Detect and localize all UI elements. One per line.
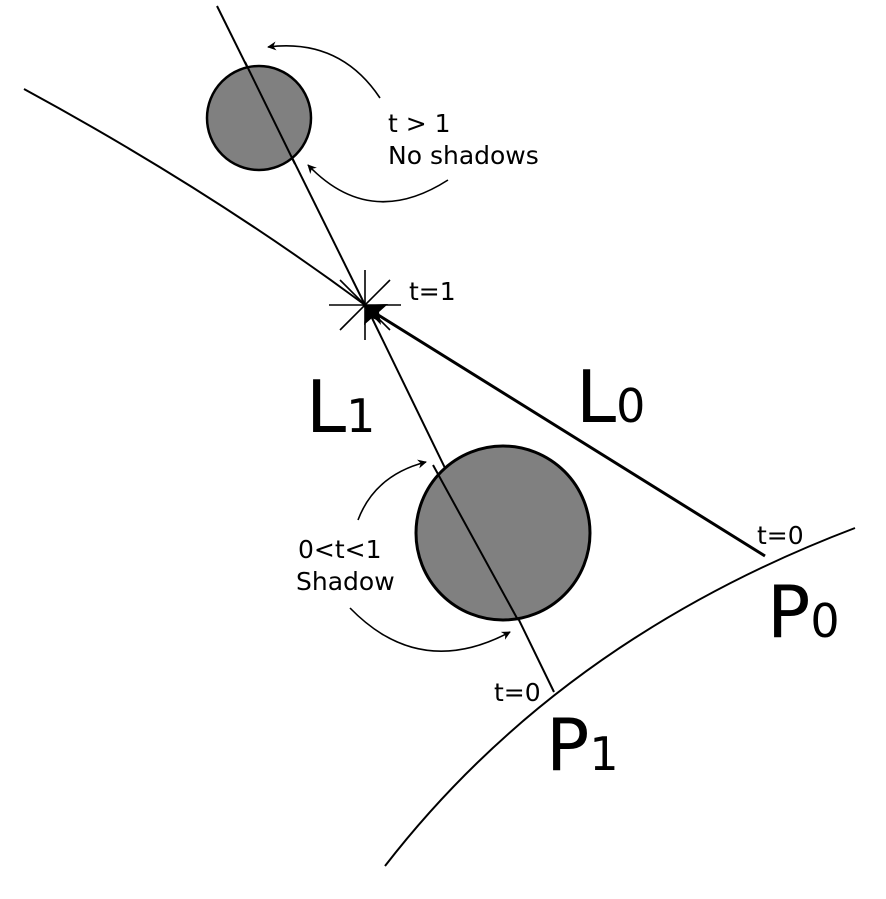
- label-P0-main: P: [767, 570, 810, 654]
- label-P1: P1: [546, 703, 619, 787]
- label-t0-at-P1: t=0: [494, 678, 541, 707]
- annotation-arrow-no-shadow-bottom: [307, 164, 449, 203]
- label-L0: L0: [576, 355, 645, 439]
- surface-curve-upper-left: [23, 88, 366, 306]
- ray-L0: [374, 311, 766, 558]
- occluder-sphere-small: [205, 64, 313, 172]
- label-L0-main: L: [576, 355, 616, 439]
- surface-curve-lower-right: [384, 527, 856, 867]
- label-L1-main: L: [306, 365, 346, 449]
- label-L1: L1: [306, 365, 375, 449]
- label-P1-main: P: [546, 703, 589, 787]
- label-t-equals-1: t=1: [409, 277, 456, 306]
- label-L0-sub: 0: [616, 379, 645, 433]
- label-P1-sub: 1: [589, 727, 618, 781]
- annotation-arrow-shadow-top: [357, 459, 427, 521]
- label-P0-sub: 0: [810, 594, 839, 648]
- label-0-lt-t-lt-1: 0<t<1: [298, 535, 382, 564]
- ray-L1-arrowhead: [364, 306, 381, 325]
- annotation-arrow-no-shadow-top: [267, 41, 381, 99]
- label-L1-sub: 1: [346, 389, 375, 443]
- label-no-shadows: No shadows: [388, 141, 539, 170]
- label-shadow: Shadow: [296, 567, 395, 596]
- label-t-greater-1: t > 1: [388, 109, 451, 138]
- label-P0: P0: [767, 570, 840, 654]
- occluder-sphere-large: [414, 444, 592, 622]
- annotation-arrow-shadow-bottom: [349, 607, 511, 652]
- label-t0-at-P0: t=0: [757, 521, 804, 550]
- ray-through-small-sphere: [244, 61, 296, 165]
- ray-through-large-sphere: [432, 464, 519, 621]
